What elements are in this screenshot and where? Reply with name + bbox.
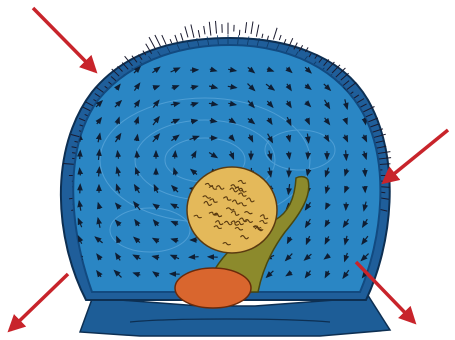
flow-arrow — [363, 67, 367, 74]
inflow-arrow-top-left — [33, 8, 95, 71]
flow-arrow — [175, 151, 176, 158]
flow-arrow — [365, 168, 366, 176]
flow-arrow — [99, 168, 100, 177]
inflow-arrow-right — [384, 130, 448, 182]
flow-arrow — [96, 68, 103, 72]
flow-arrow — [78, 85, 83, 89]
flow-arrow — [308, 152, 309, 159]
flow-arrow — [363, 84, 367, 90]
flow-arrow — [80, 169, 81, 176]
outflow-arrow-bottom-left — [10, 274, 68, 330]
flow-arrow — [78, 67, 81, 72]
adductor-muscle — [175, 268, 251, 308]
flow-arrow — [346, 150, 347, 159]
gonad — [187, 167, 277, 253]
flow-arrow — [80, 151, 81, 159]
flow-arrow — [189, 257, 198, 258]
flow-arrow — [137, 152, 138, 159]
flow-arrow — [79, 101, 81, 107]
